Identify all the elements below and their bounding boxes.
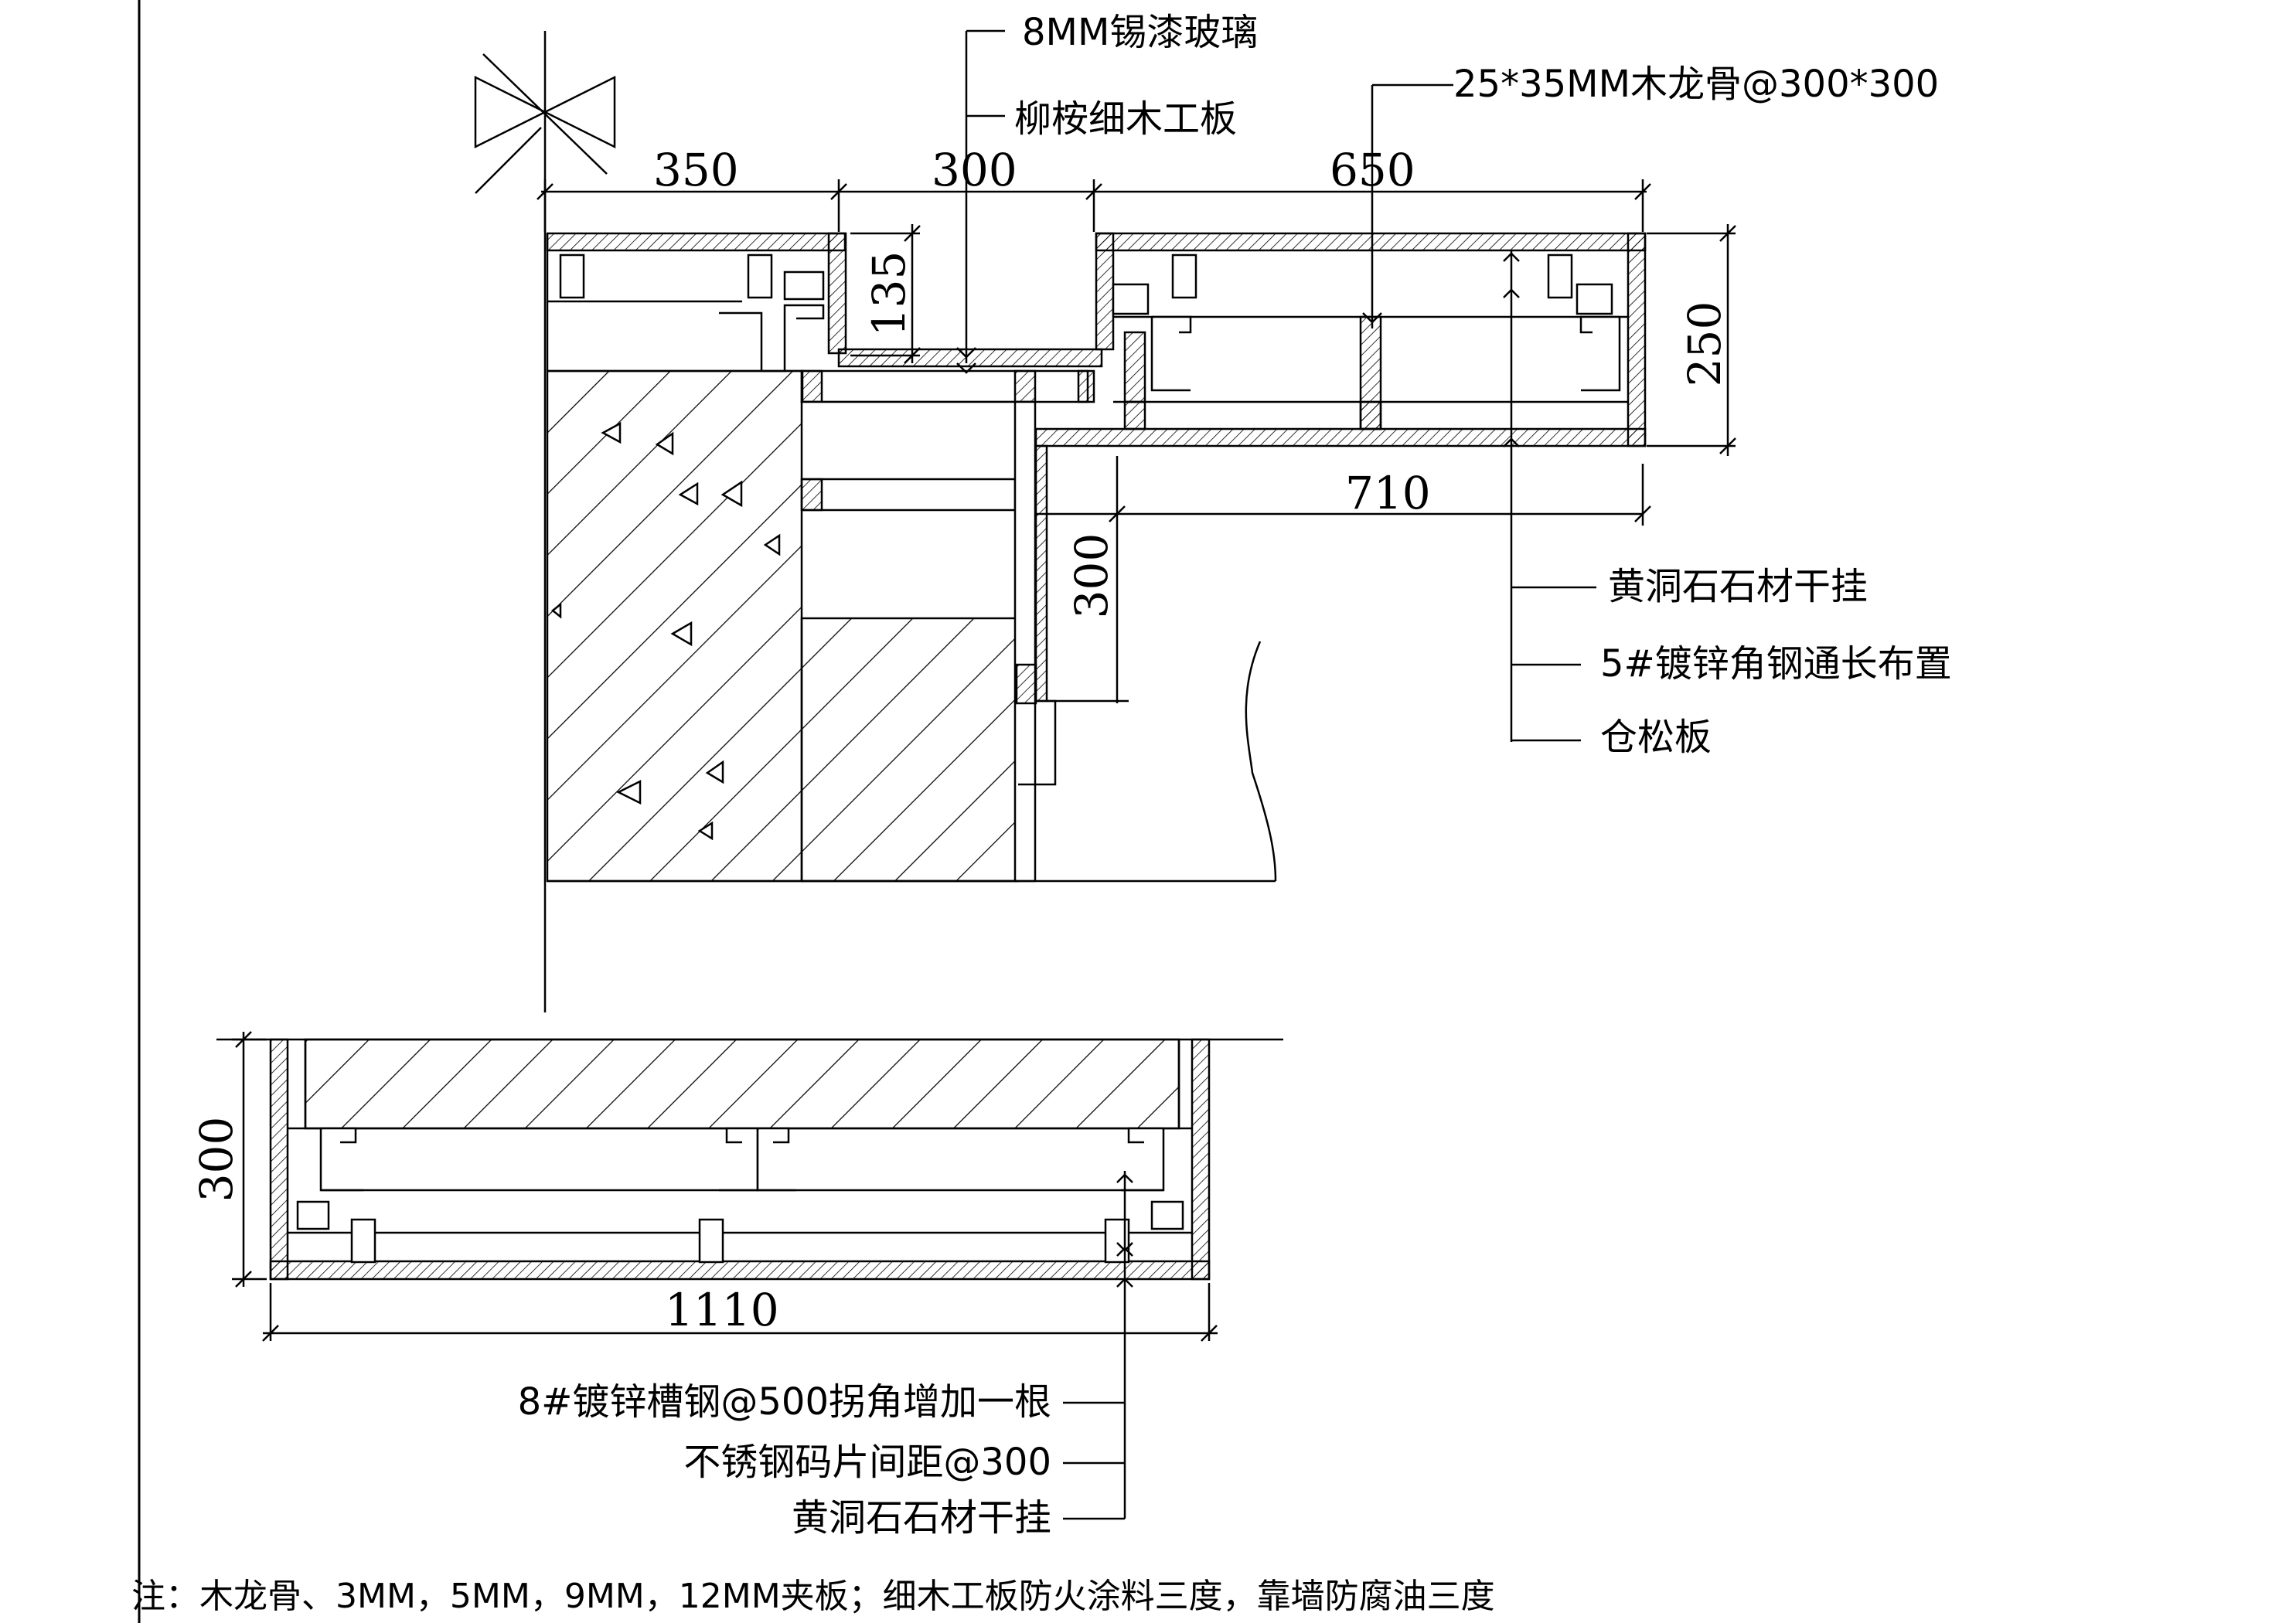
dim-710: 710	[1345, 467, 1431, 519]
clip-brackets-upper-left	[559, 253, 825, 373]
label-angle-steel: 5#镀锌角钢通长布置	[1600, 642, 1952, 686]
label-stone-bottom: 黄洞石石材干挂	[792, 1496, 1051, 1540]
label-stone-top: 黄洞石石材干挂	[1608, 565, 1868, 608]
leader-lines-right	[1503, 251, 1596, 742]
dim-line-250	[1647, 224, 1736, 456]
dim-line-710	[1036, 456, 1651, 703]
dim-line-300-left	[232, 1031, 267, 1288]
label-board: 柳桉细木工板	[1014, 97, 1237, 141]
label-glass: 8MM锡漆玻璃	[1022, 11, 1258, 54]
label-keel: 25*35MM木龙骨@300*300	[1453, 63, 1939, 106]
dim-300-left: 300	[190, 1117, 243, 1203]
top-dimension-line	[537, 179, 1651, 232]
stone-cladding-left	[546, 232, 847, 373]
leader-lines-bottom	[1063, 1171, 1133, 1520]
label-channel-steel: 8#镀锌槽钢@500拐角增加一根	[518, 1380, 1051, 1424]
dim-line-135	[850, 224, 921, 364]
label-pine-board: 仓松板	[1600, 716, 1712, 759]
drawing-note: 注：木龙骨、3MM，5MM，9MM，12MM夹板；细木工板防火涂料三度，靠墙防腐…	[131, 1577, 1495, 1616]
stone-cladding-right	[1034, 232, 1647, 447]
dim-350: 350	[653, 144, 739, 196]
leader-lines-top	[956, 29, 1453, 374]
dim-135: 135	[863, 251, 915, 337]
dim-300-top: 300	[932, 144, 1017, 196]
dim-1110: 1110	[665, 1284, 779, 1336]
dim-300-mid: 300	[1065, 533, 1118, 619]
dim-250: 250	[1678, 301, 1731, 387]
keel-and-brackets-right	[1112, 253, 1621, 430]
channel-steels-bottom	[319, 1127, 1165, 1192]
infill-blocks	[800, 400, 1129, 883]
concrete-wall	[546, 369, 804, 883]
label-clip-spacing: 不锈钢码片间距@300	[683, 1441, 1051, 1484]
ground-line	[547, 641, 1277, 883]
dim-line-1110	[262, 1283, 1218, 1342]
bottom-section-box	[269, 1038, 1211, 1281]
